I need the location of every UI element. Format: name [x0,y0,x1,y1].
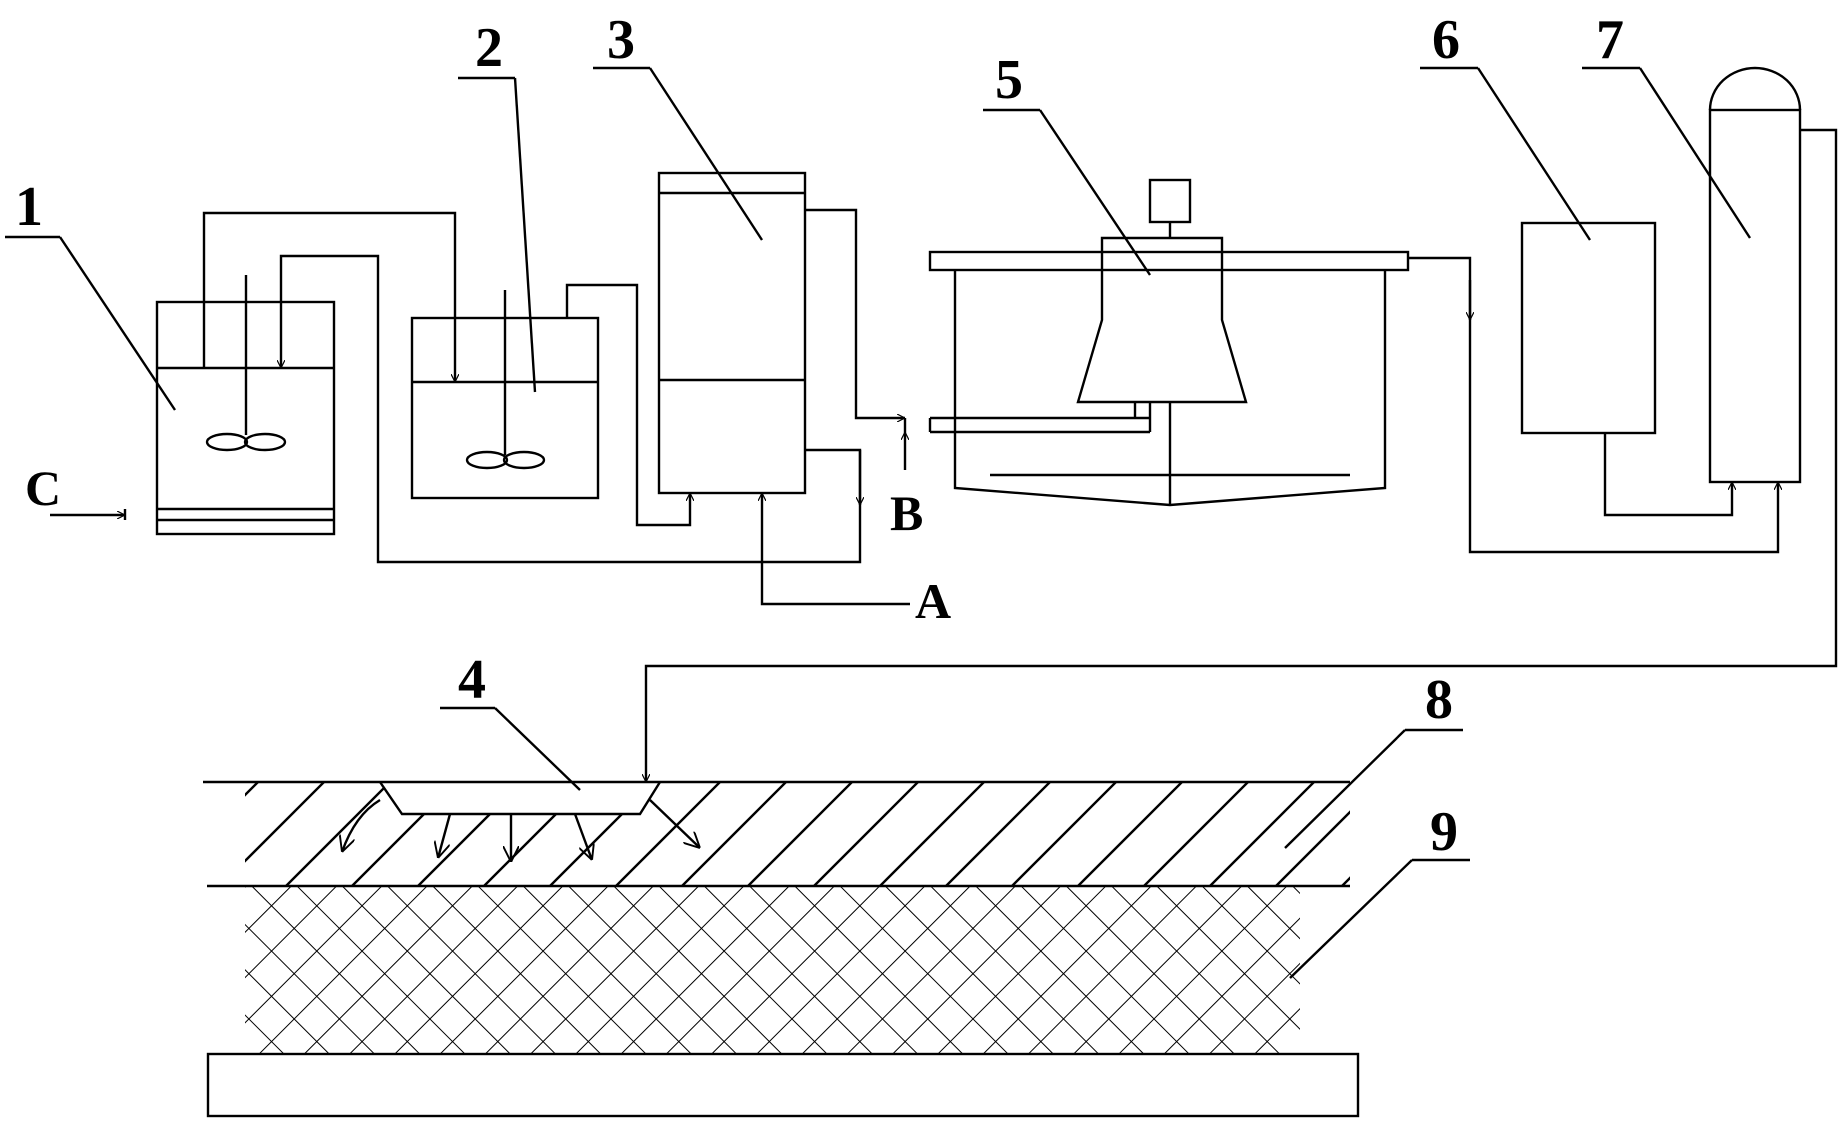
piping [50,128,1838,782]
label-9: 9 [1430,801,1458,863]
agitator-2-icon [465,290,546,470]
tank-1 [155,275,336,536]
motor-icon [1148,178,1192,224]
tank-2 [410,290,600,500]
infiltration-pit-4 [379,781,662,816]
soil-layer-8 [203,780,1350,888]
label-7: 7 [1596,9,1624,71]
label-a: A [915,573,951,629]
label-3: 3 [607,9,635,71]
label-c: C [25,460,61,516]
leader-lines [5,66,1752,979]
aquifer-layer-9 [245,886,1300,1054]
label-2: 2 [475,17,503,79]
tower-7 [1708,66,1802,484]
label-b: B [890,485,923,541]
clarifier-5 [928,178,1410,507]
tank-6 [1520,221,1657,435]
infiltration-arrows [342,798,700,862]
label-8: 8 [1425,669,1453,731]
column-3 [657,171,807,495]
label-4: 4 [458,649,486,711]
label-6: 6 [1432,9,1460,71]
label-5: 5 [995,49,1023,111]
base-layer [206,1052,1360,1118]
agitator-1-icon [205,275,287,452]
label-1: 1 [15,176,43,238]
